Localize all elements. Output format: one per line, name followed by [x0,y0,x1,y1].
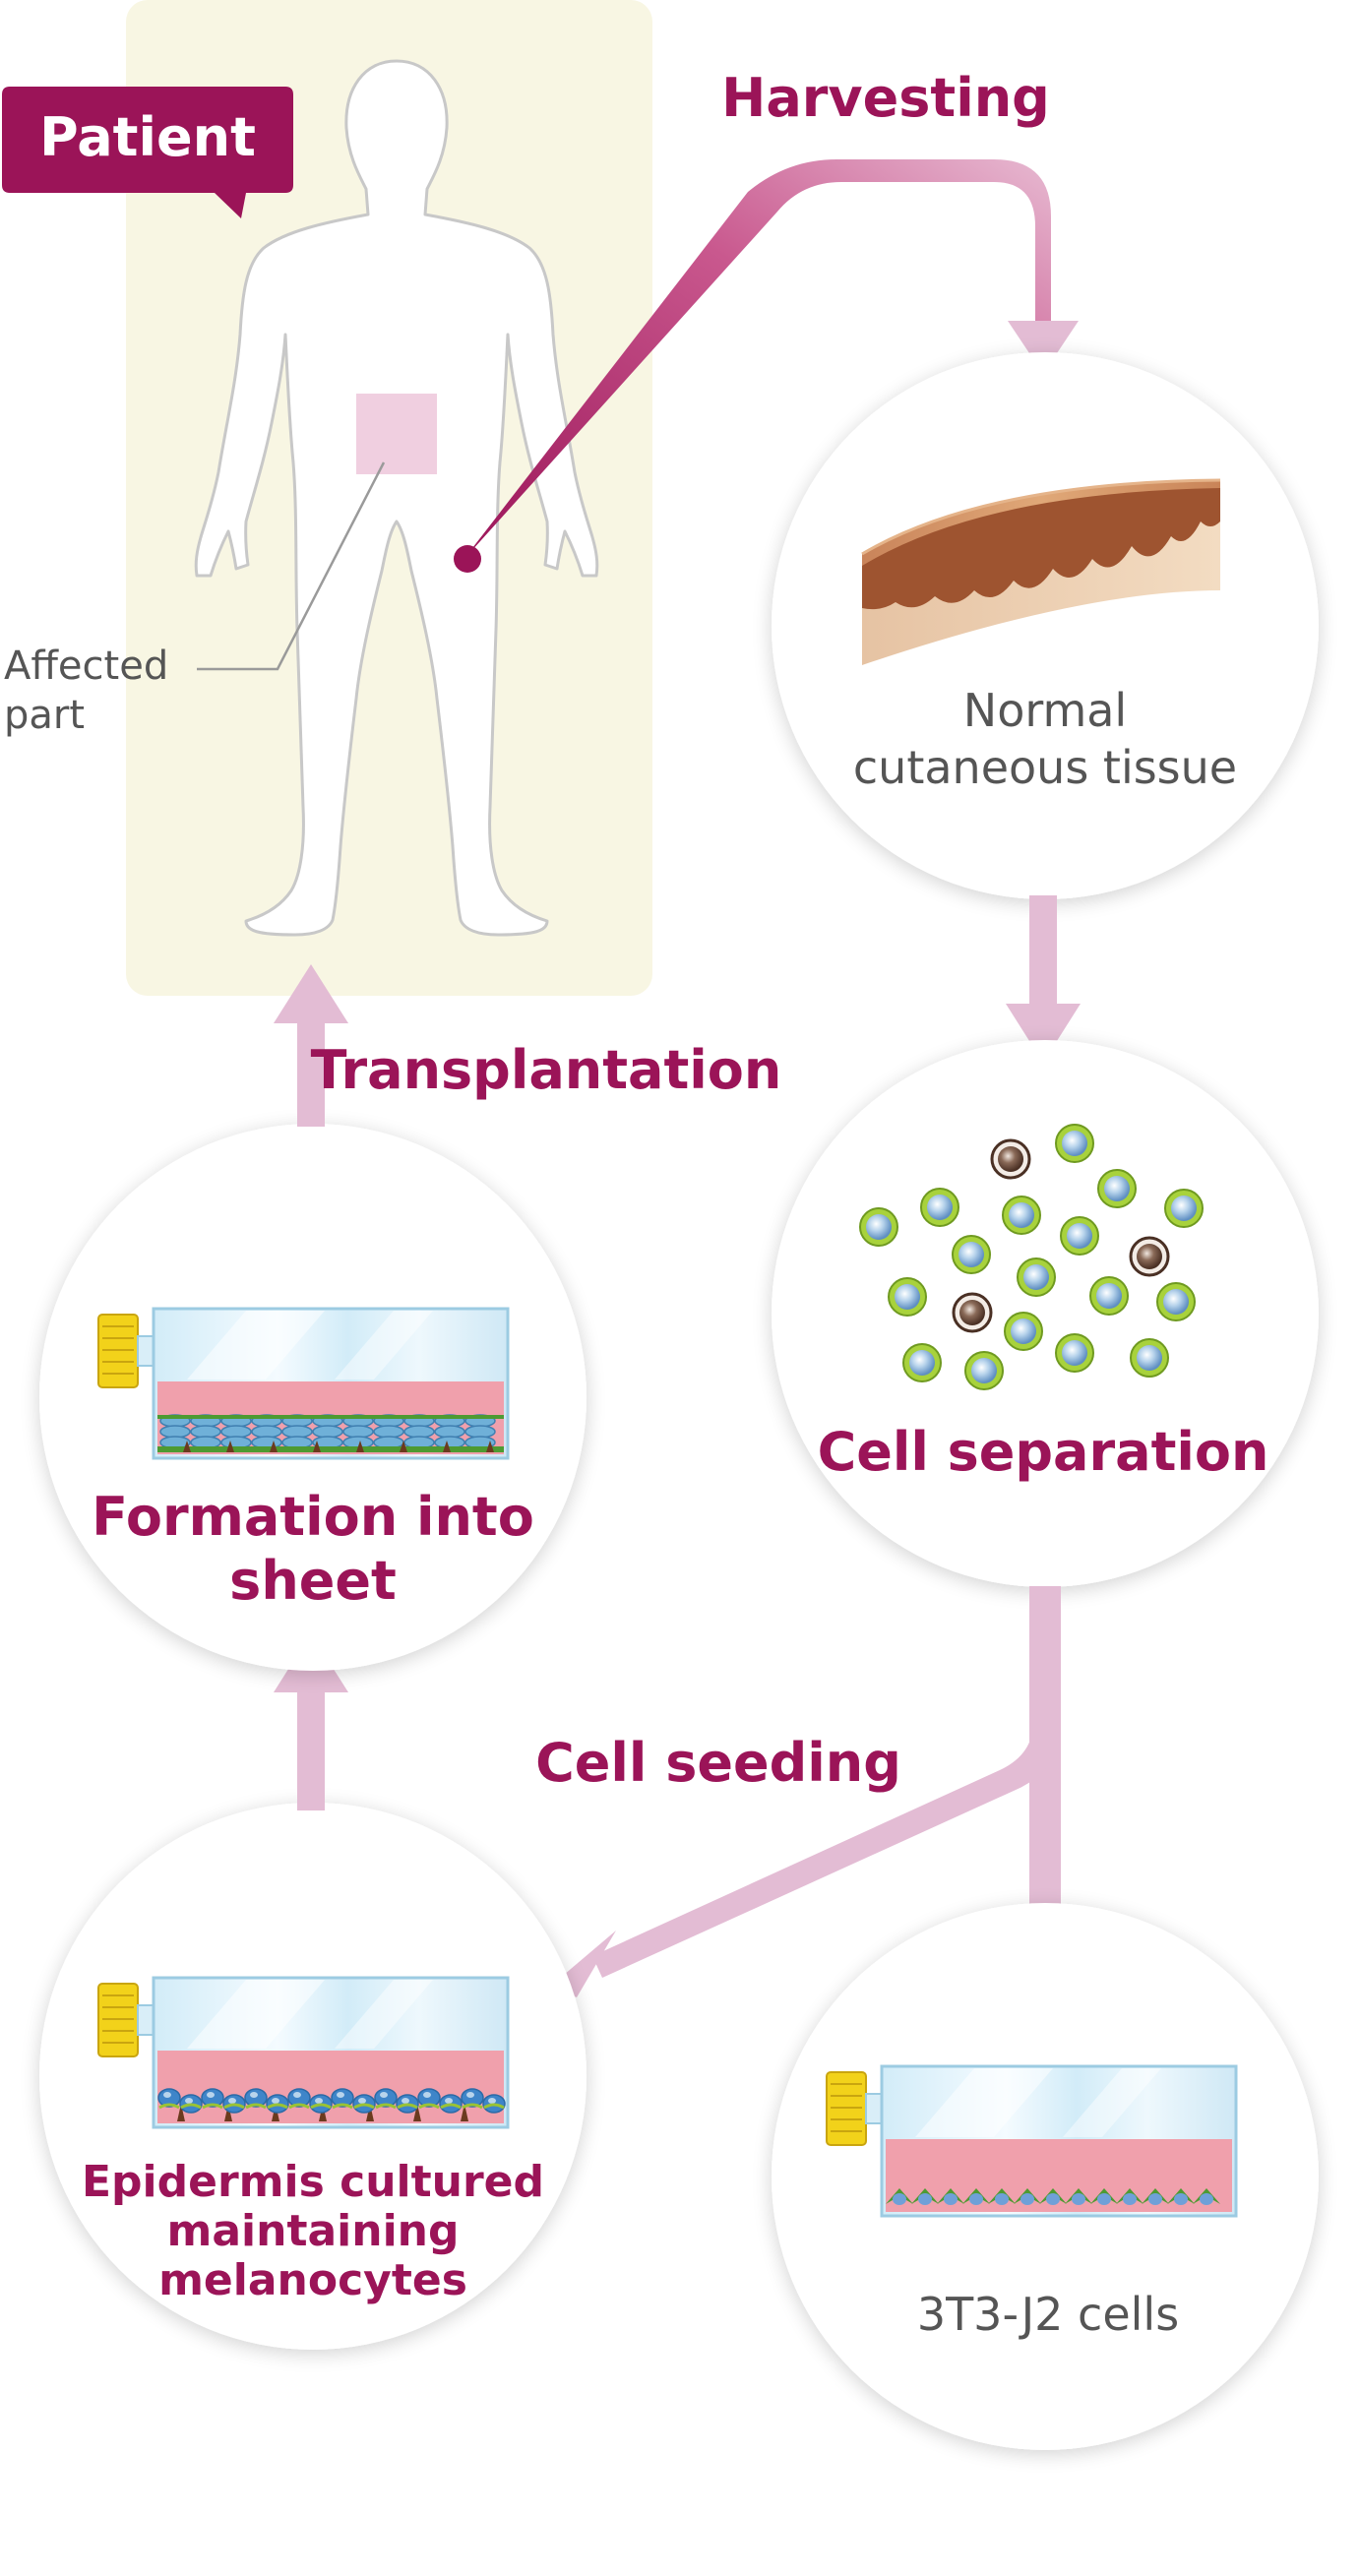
patient-badge-label: Patient [39,106,256,168]
cell-separation-label: Cell separation [818,1421,1269,1483]
feeder-cells-label: 3T3-J2 cells [917,2288,1179,2341]
cell-icon [1156,1282,1196,1321]
affected-part-label-line2: part [4,693,85,738]
cell-icon [952,1235,991,1274]
cell-icon [888,1277,927,1317]
cell-icon [1097,1169,1137,1208]
cell-icon [1055,1124,1094,1163]
patient-panel: Affected part [4,0,652,996]
cell-cluster-icon [859,1124,1204,1390]
cell-icon [1164,1189,1204,1228]
sheet-label-line2: sheet [229,1550,397,1612]
human-body-icon [194,59,599,937]
arrow-tissue-to-separation [1006,895,1081,1063]
cell-icon [902,1343,942,1382]
epidermis-label-line2: maintaining [167,2206,460,2256]
cell-separation-step: Cell separation [772,1040,1319,1587]
cell-seeding-label: Cell seeding [535,1732,901,1794]
normal-tissue-step: Normal cutaneous tissue [772,352,1319,899]
harvesting-arrow [454,159,1079,573]
transplantation-arrow [274,964,348,1127]
normal-tissue-label-line1: Normal [963,684,1127,737]
harvest-site-dot [454,545,481,573]
affected-part-leader-line [197,461,386,671]
cell-icon [1089,1276,1129,1316]
cell-icon [1017,1257,1056,1297]
cell-icon [1129,1236,1170,1277]
affected-part-label-line1: Affected [4,644,168,689]
sheet-label-line1: Formation into [92,1486,534,1548]
transplantation-label: Transplantation [311,1039,782,1101]
cell-icon [1130,1338,1169,1378]
cell-icon [964,1351,1004,1390]
culture-flask-icon [97,1307,510,1460]
cell-icon [1004,1312,1043,1351]
cell-icon [920,1188,959,1227]
cell-icon [952,1292,993,1333]
cell-icon [1002,1196,1041,1235]
patient-badge: Patient [2,87,293,218]
culture-flask-icon [97,1976,510,2129]
skin-tissue-icon [861,478,1221,665]
epidermis-culture-step: Epidermis cultured maintaining melanocyt… [39,1803,587,2350]
epidermis-label-line1: Epidermis cultured [82,2157,544,2207]
affected-area-marker [356,394,437,474]
cell-icon [1055,1333,1094,1373]
cell-icon [1060,1216,1099,1256]
culture-flask-icon [826,2064,1238,2218]
cell-icon [990,1138,1031,1180]
cell-icon [859,1207,898,1247]
harvesting-label: Harvesting [721,67,1050,129]
normal-tissue-label-line2: cutaneous tissue [853,741,1237,794]
feeder-cells-step: 3T3-J2 cells [772,1903,1319,2450]
sheet-formation-step: Formation into sheet [39,1124,587,1671]
epidermis-label-line3: melanocytes [158,2255,467,2305]
